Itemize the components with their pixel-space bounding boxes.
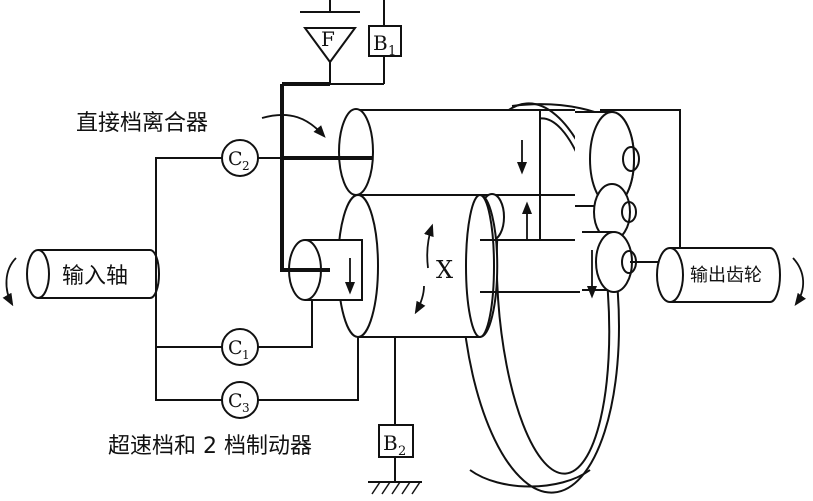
ground-hatch: [368, 481, 422, 495]
upper-drum: [338, 108, 575, 196]
rotation-arrows: [2, 114, 806, 315]
b1-label-letter: B: [373, 31, 388, 55]
c3-label-sub: 3: [242, 401, 250, 415]
b1-label-sub: 1: [388, 44, 396, 59]
planet-gear-lower-right: [582, 231, 637, 293]
b1-brake-box: [368, 25, 402, 57]
output-rotation-arrow: [792, 257, 806, 307]
f-oneway-clutch: [300, 11, 360, 64]
direct-clutch-link: [280, 84, 330, 272]
c2-clutch-circle: [221, 139, 259, 177]
planet-gear-upper-right: [575, 111, 640, 207]
f-label: F: [321, 27, 335, 51]
b2-brake-box: [378, 424, 414, 458]
b2-label-sub: 2: [398, 444, 406, 459]
input-rotation-arrow: [2, 257, 17, 307]
overdrive-brake-label: 超速档和 2 档制动器: [108, 434, 312, 459]
c2-label-sub: 2: [242, 159, 250, 173]
b2-label-letter: B: [383, 431, 398, 455]
input-shaft-label: 输入轴: [62, 264, 128, 289]
c1-label-letter: C: [228, 337, 243, 359]
carrier-arrow-up: [424, 223, 434, 269]
carrier-x-label: X: [436, 256, 453, 284]
clutch-label-arrow: [261, 114, 326, 138]
c2-label-letter: C: [228, 148, 243, 170]
c3-label-letter: C: [228, 390, 243, 412]
c3-clutch-circle: [221, 381, 259, 419]
input-shaft: [26, 249, 160, 299]
c1-label-sub: 1: [242, 348, 250, 362]
c1-clutch-circle: [221, 328, 259, 366]
direct-clutch-label: 直接档离合器: [76, 111, 208, 136]
output-gear-label: 输出齿轮: [690, 265, 762, 286]
output-gear: [600, 109, 781, 303]
carrier-arrow-down: [414, 285, 426, 315]
